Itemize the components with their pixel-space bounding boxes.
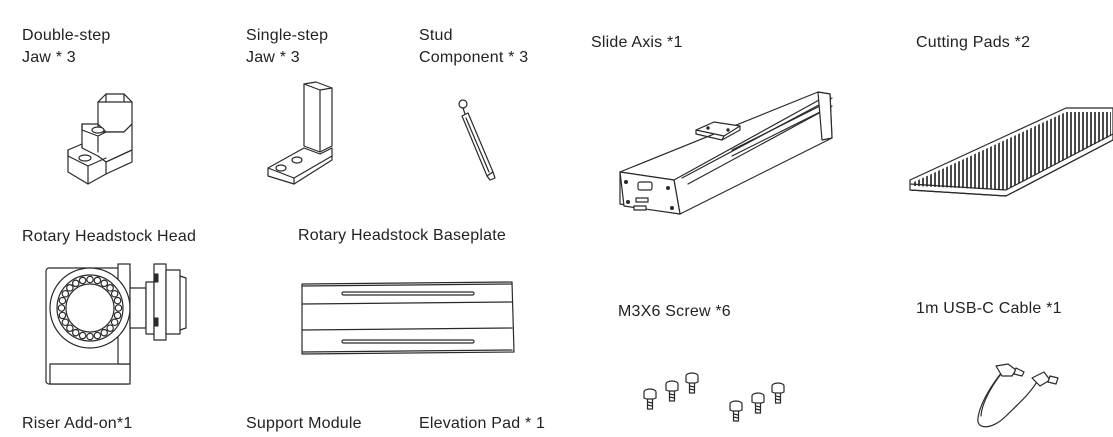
m3x6-screw-icon [640, 368, 790, 428]
cutting-pads-label: Cutting Pads *2 [916, 34, 1031, 51]
rotary-headstock-baseplate-icon [298, 280, 516, 356]
single-step-jaw-icon [264, 80, 344, 190]
usb-c-cable-icon [972, 362, 1062, 432]
slide-axis-icon [612, 86, 842, 232]
m3x6-screw-label: M3X6 Screw *6 [618, 303, 731, 320]
slide-axis-label: Slide Axis *1 [591, 34, 683, 51]
cutting-pads-icon [906, 104, 1113, 204]
support-module-label: Support Module [246, 415, 362, 432]
rotary-headstock-head-icon [40, 256, 190, 388]
elevation-pad-label: Elevation Pad * 1 [419, 415, 546, 432]
rotary-headstock-baseplate-label: Rotary Headstock Baseplate [298, 227, 506, 244]
stud-component-icon [455, 96, 505, 186]
usb-c-cable-label: 1m USB-C Cable *1 [916, 300, 1062, 317]
double-step-jaw-icon [60, 88, 140, 188]
riser-addon-label: Riser Add-on*1 [22, 415, 133, 432]
rotary-headstock-head-label: Rotary Headstock Head [22, 228, 197, 245]
